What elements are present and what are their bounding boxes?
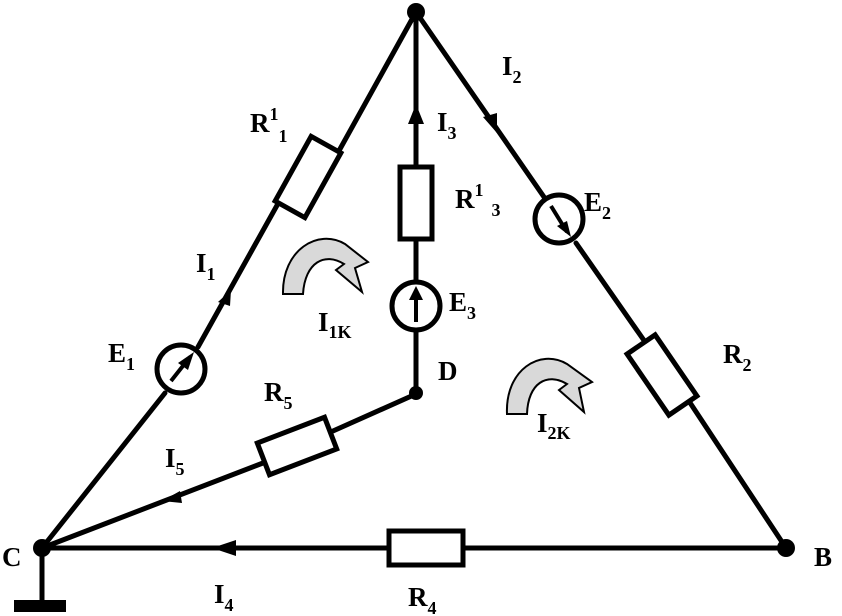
source-e2	[532, 192, 586, 246]
arrow-i5	[162, 491, 182, 503]
label-r3: R13	[455, 180, 501, 220]
ground-symbol	[14, 600, 66, 612]
label-node-b: B	[814, 542, 832, 572]
label-r1: R11	[250, 104, 288, 146]
label-i4: I4	[214, 579, 234, 615]
resistors	[254, 133, 701, 568]
arrow-i2	[483, 113, 497, 133]
node-c	[33, 539, 51, 557]
node-top	[407, 3, 425, 21]
label-i2: I2	[502, 51, 522, 87]
resistor-r2	[623, 331, 701, 419]
label-i5: I5	[165, 443, 185, 479]
arrow-i1	[218, 290, 231, 306]
label-i1k: I1K	[318, 307, 352, 342]
label-i3: I3	[437, 107, 457, 143]
source-e3	[389, 279, 443, 333]
arrow-i4	[212, 540, 236, 556]
node-d	[409, 386, 423, 400]
node-b	[777, 539, 795, 557]
labels: R11 R13 R2 R4 R5 E1 E2 E3 I1	[2, 51, 832, 616]
wire-left-upper	[332, 9, 419, 161]
resistor-r5	[254, 413, 340, 479]
label-r2: R2	[723, 339, 752, 375]
wires	[14, 9, 789, 612]
label-node-d: D	[438, 356, 458, 386]
resistor-r1	[271, 133, 345, 221]
resistor-r4	[386, 528, 466, 568]
wire-d-r5	[330, 391, 419, 434]
wire-left-mid	[195, 197, 283, 350]
loop-current-2k-symbol	[505, 357, 594, 415]
label-e1: E1	[108, 338, 135, 374]
wire-right-upper	[413, 9, 547, 200]
current-arrows	[162, 104, 497, 556]
label-i2k: I2K	[537, 408, 571, 443]
arrow-i3	[408, 104, 424, 124]
label-r5: R5	[264, 377, 293, 413]
wire-left-lower	[39, 390, 168, 551]
wire-r5-c	[39, 460, 266, 551]
resistor-r3	[397, 164, 435, 242]
sources	[154, 192, 586, 396]
label-node-c: C	[2, 542, 22, 572]
label-i1: I1	[196, 248, 216, 284]
nodes	[33, 3, 795, 557]
label-r4: R4	[408, 582, 437, 616]
source-e1	[154, 342, 208, 396]
label-e3: E3	[449, 287, 476, 323]
label-e2: E2	[584, 187, 611, 223]
wire-right-lower	[672, 377, 789, 551]
loop-current-1k-symbol	[281, 237, 370, 295]
wire-right-mid	[573, 240, 653, 352]
